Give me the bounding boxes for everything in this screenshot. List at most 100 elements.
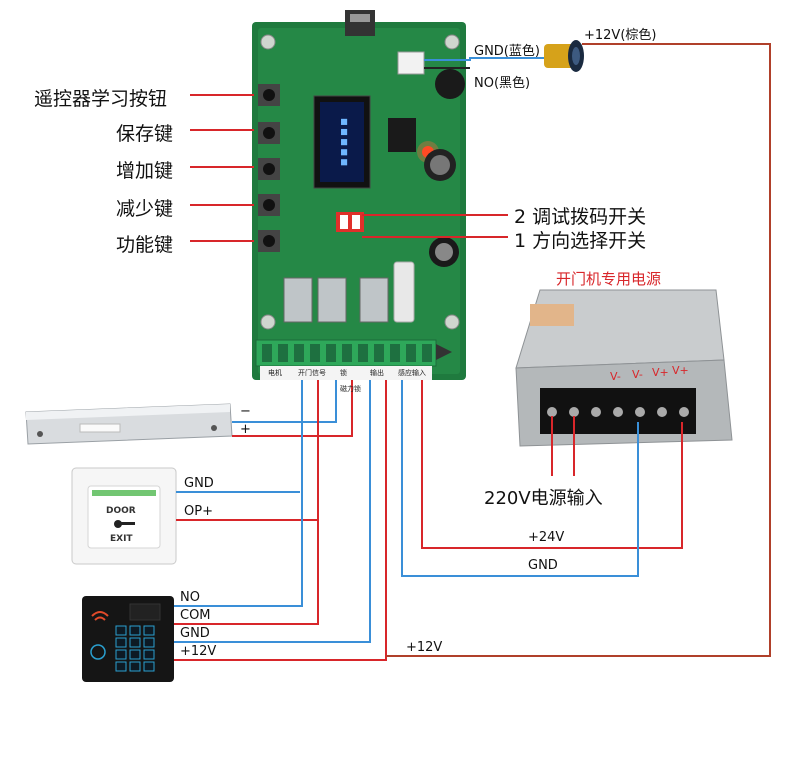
- lock-screw: [37, 431, 43, 437]
- wire-reader-com: [174, 380, 319, 625]
- label-reader-com: COM: [180, 608, 211, 623]
- label-learn-button: 遥控器学习按钮: [34, 88, 168, 110]
- wire-sensor-gnd: [424, 57, 544, 61]
- terminal-screws: [262, 344, 432, 362]
- sensor-connector: [397, 51, 425, 75]
- psu-title: 开门机专用电源: [556, 270, 662, 288]
- capacitor-top: [430, 155, 450, 175]
- label-sensor-no: NO(黑色): [474, 76, 531, 91]
- label-func-key: 功能键: [116, 234, 174, 256]
- pcb-buttons: [258, 84, 280, 252]
- term-lock-note: 磁力锁: [340, 385, 361, 393]
- heatsink-1: [283, 277, 313, 323]
- psu-terminal-screws: [547, 407, 689, 417]
- photo-sensor: [544, 40, 584, 72]
- bell-icon: [90, 644, 106, 660]
- button-cap: [263, 89, 275, 101]
- label-dip2: 2 调试拨码开关: [514, 206, 647, 228]
- capacitor-top: [435, 243, 453, 261]
- exit-word-door: DOOR: [106, 506, 136, 516]
- wire-reader-gnd: [174, 380, 371, 643]
- heatsink-3: [359, 277, 389, 323]
- label-exit-op: OP+: [184, 504, 213, 519]
- reader-card-area: [129, 603, 161, 621]
- button-cap: [263, 199, 275, 211]
- terminal-end-plug: [436, 344, 452, 360]
- dip-switch-lever-2: [352, 215, 360, 229]
- label-sensor-gnd: GND(蓝色): [474, 44, 540, 59]
- label-dip1: 1 方向选择开关: [514, 230, 647, 252]
- key-icon: [114, 520, 122, 528]
- sensor-body: [544, 44, 574, 68]
- wire-sensor-12v: [386, 43, 771, 657]
- button-cap: [263, 163, 275, 175]
- label-save-key: 保存键: [116, 123, 174, 145]
- label-dec-key: 减少键: [116, 198, 174, 220]
- lock-screw: [211, 425, 217, 431]
- wire-reader-no: [174, 380, 303, 607]
- term-motor: 电机: [268, 369, 282, 377]
- psu-vminus-2: V-: [632, 368, 643, 381]
- psu-top: [515, 289, 725, 369]
- ic-chip: [388, 118, 416, 152]
- rf-icon: [91, 611, 109, 617]
- label-wire-gnd: GND: [528, 558, 558, 573]
- oled-screen: [320, 102, 364, 182]
- power-supply: [515, 289, 733, 447]
- key-icon-shaft: [121, 522, 135, 525]
- lock-label: [79, 423, 121, 433]
- label-wire-12v: +12V: [406, 640, 443, 655]
- term-sensor: 感应输入: [398, 369, 426, 377]
- wire-lock-minus: [232, 380, 337, 423]
- term-lock: 锁: [340, 369, 347, 377]
- label-exit-gnd: GND: [184, 476, 214, 491]
- exit-word-exit: EXIT: [110, 534, 133, 544]
- button-cap: [263, 127, 275, 139]
- psu-vplus-2: V+: [672, 364, 689, 377]
- button-leader-lines: [190, 94, 508, 242]
- wire-psu-gnd: [401, 380, 639, 577]
- psu-vminus-1: V-: [610, 370, 621, 383]
- label-sensor-12v: +12V(棕色): [584, 28, 657, 43]
- wire-psu-24v: [421, 380, 683, 549]
- exit-indicator: [92, 490, 156, 496]
- sensor-lens-inner: [572, 47, 580, 65]
- dip-switch-lever-1: [340, 215, 348, 229]
- magnetic-lock: [25, 403, 233, 445]
- label-reader-12v: +12V: [180, 644, 217, 659]
- heatsink-2: [317, 277, 347, 323]
- control-board: ■ ■ ■ ■ ■: [252, 10, 466, 380]
- rf-module: [345, 10, 375, 36]
- capacitor-large: [435, 69, 465, 99]
- rf-icon: [94, 616, 106, 621]
- label-lock-minus: −: [240, 404, 251, 419]
- exit-button-device: [71, 467, 177, 565]
- wire-lock-plus: [232, 380, 353, 437]
- mount-hole: [260, 314, 276, 330]
- mount-hole: [260, 34, 276, 50]
- power-resistor: [393, 261, 415, 323]
- psu-vplus-1: V+: [652, 366, 669, 379]
- term-out: 输出: [370, 369, 384, 377]
- mount-hole: [444, 314, 460, 330]
- term-open: 开门信号: [298, 369, 326, 377]
- label-inc-key: 增加键: [116, 160, 174, 182]
- mount-hole: [444, 34, 460, 50]
- rf-module-top: [350, 14, 370, 22]
- label-lock-plus: +: [240, 422, 251, 437]
- label-reader-gnd: GND: [180, 626, 210, 641]
- label-reader-no: NO: [180, 590, 200, 605]
- terminal-label-strip: [260, 366, 432, 380]
- keypad-keys: [115, 625, 155, 672]
- psu-input-label: 220V电源输入: [484, 488, 603, 509]
- psu-sticker: [530, 304, 574, 326]
- lock-top-face: [26, 404, 230, 420]
- wire-reader-12v: [174, 380, 387, 661]
- exit-button-face: [87, 485, 161, 549]
- button-cap: [263, 235, 275, 247]
- oled-text: ■ ■ ■ ■ ■: [340, 118, 349, 166]
- label-wire-24v: +24V: [528, 530, 565, 545]
- card-reader: [82, 596, 174, 682]
